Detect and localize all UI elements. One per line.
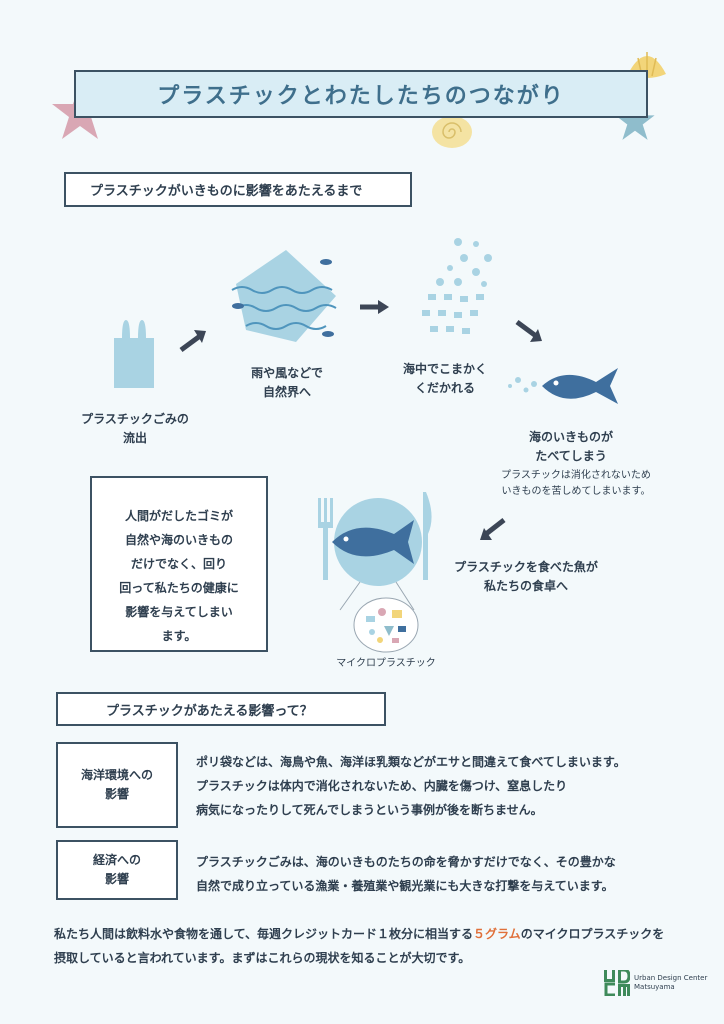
logo: Urban Design Center Matsuyama <box>604 968 716 998</box>
highlight-amount: ５グラム <box>473 927 521 941</box>
fish-icon <box>508 368 618 404</box>
footer-text: 私たち人間は飲料水や食物を通して、毎週クレジットカード１枚分に相当する５グラムの… <box>54 927 665 965</box>
arrow-icon <box>179 330 206 353</box>
starfish-blue-icon <box>615 101 655 140</box>
callout-card: 人間がだしたゴミが 自然や海のいきもの だけでなく、回り 回って私たちの健康に … <box>90 476 268 652</box>
plate-with-fish-icon <box>318 492 432 611</box>
section1-heading: プラスチックがいきものに影響をあたえるまで <box>90 184 363 199</box>
title-banner: プラスチックとわたしたちのつながり <box>74 70 648 118</box>
economy-impact-text: プラスチックごみは、海のいきものたちの命を脅かすだけでなく、その豊かな 自然で成… <box>196 855 616 893</box>
section1-heading-box: プラスチックがいきものに影響をあたえるまで <box>64 172 412 207</box>
step1-label: プラスチックごみの 流出 <box>81 412 189 445</box>
arrow-icon <box>360 300 389 314</box>
step4-label: 海のいきものが たべてしまう <box>528 430 613 463</box>
arrow-icon <box>515 319 542 342</box>
step5-label: プラスチックを食べた魚が 私たちの食卓へ <box>454 560 598 593</box>
economy-impact-label-box: 経済への 影響 <box>56 840 178 900</box>
step2-label: 雨や風などで 自然界へ <box>251 366 323 399</box>
microplastic-label: マイクロプラスチック <box>336 658 436 669</box>
marine-impact-text: ポリ袋などは、海鳥や魚、海洋ほ乳類などがエサと間違えて食べてしまいます。 プラス… <box>196 755 626 817</box>
page-title: プラスチックとわたしたちのつながり <box>157 84 565 109</box>
section2-heading-box: プラスチックがあたえる影響って？ <box>56 692 386 726</box>
snail-shell-icon <box>432 116 472 148</box>
udcm-logo-icon <box>604 970 630 996</box>
step3-label: 海中でこまかく くだかれる <box>402 362 487 395</box>
plastic-bag-icon <box>114 320 154 388</box>
marine-impact-label-box: 海洋環境への 影響 <box>56 742 178 828</box>
logo-text: Urban Design Center Matsuyama <box>634 974 708 992</box>
plastic-fragments-icon <box>422 238 492 334</box>
floating-bag-icon <box>231 250 337 342</box>
arrow-icon <box>480 518 506 540</box>
callout-text: 人間がだしたゴミが 自然や海のいきもの だけでなく、回り 回って私たちの健康に … <box>119 509 239 643</box>
microplastic-circle-icon <box>353 597 419 653</box>
step4-note: プラスチックは消化されないため いきものを苦しめてしまいます。 <box>501 470 651 497</box>
section2-heading: プラスチックがあたえる影響って？ <box>106 703 313 719</box>
